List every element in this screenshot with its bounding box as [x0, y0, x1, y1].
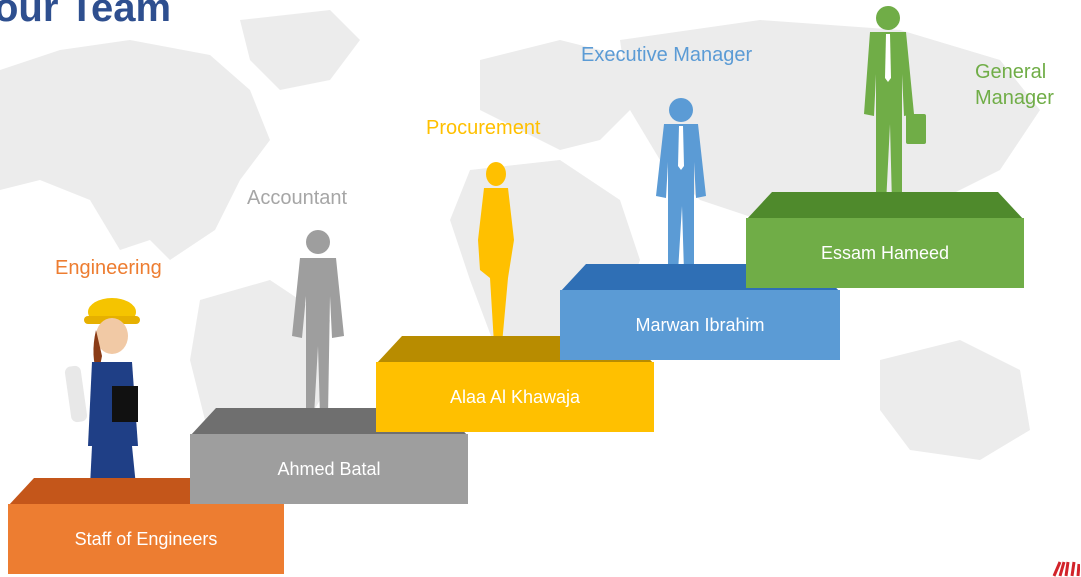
map-australia — [880, 340, 1030, 460]
member-name-marwan-ibrahim: Marwan Ibrahim — [560, 290, 840, 360]
role-label-procurement: Procurement — [426, 117, 541, 139]
role-label-general-manager: General Manager — [975, 61, 1054, 109]
member-name-staff-of-engineers: Staff of Engineers — [8, 504, 284, 574]
step-essam-hameed: Essam Hameed — [746, 192, 1024, 288]
man-briefcase-icon — [864, 6, 926, 204]
man-silhouette-icon — [292, 230, 344, 416]
member-name-alaa-al-khawaja: Alaa Al Khawaja — [376, 362, 654, 432]
role-label-accountant: Accountant — [247, 187, 348, 209]
woman-silhouette-icon — [478, 162, 514, 344]
map-europe — [480, 40, 640, 150]
map-greenland — [240, 10, 360, 90]
slide-title: our Team — [0, 0, 172, 30]
member-name-ahmed-batal: Ahmed Batal — [190, 434, 468, 504]
role-label-engineering: Engineering — [55, 257, 162, 279]
woman-engineer-icon — [64, 298, 140, 500]
step-top-face — [746, 192, 1024, 220]
map-north-america — [0, 40, 270, 260]
man-silhouette-icon — [656, 98, 706, 272]
role-label-executive-manager: Executive Manager — [581, 44, 753, 66]
member-name-essam-hameed: Essam Hameed — [746, 218, 1024, 288]
company-logo-icon — [1052, 561, 1080, 577]
step-marwan-ibrahim: Marwan Ibrahim — [560, 264, 840, 360]
